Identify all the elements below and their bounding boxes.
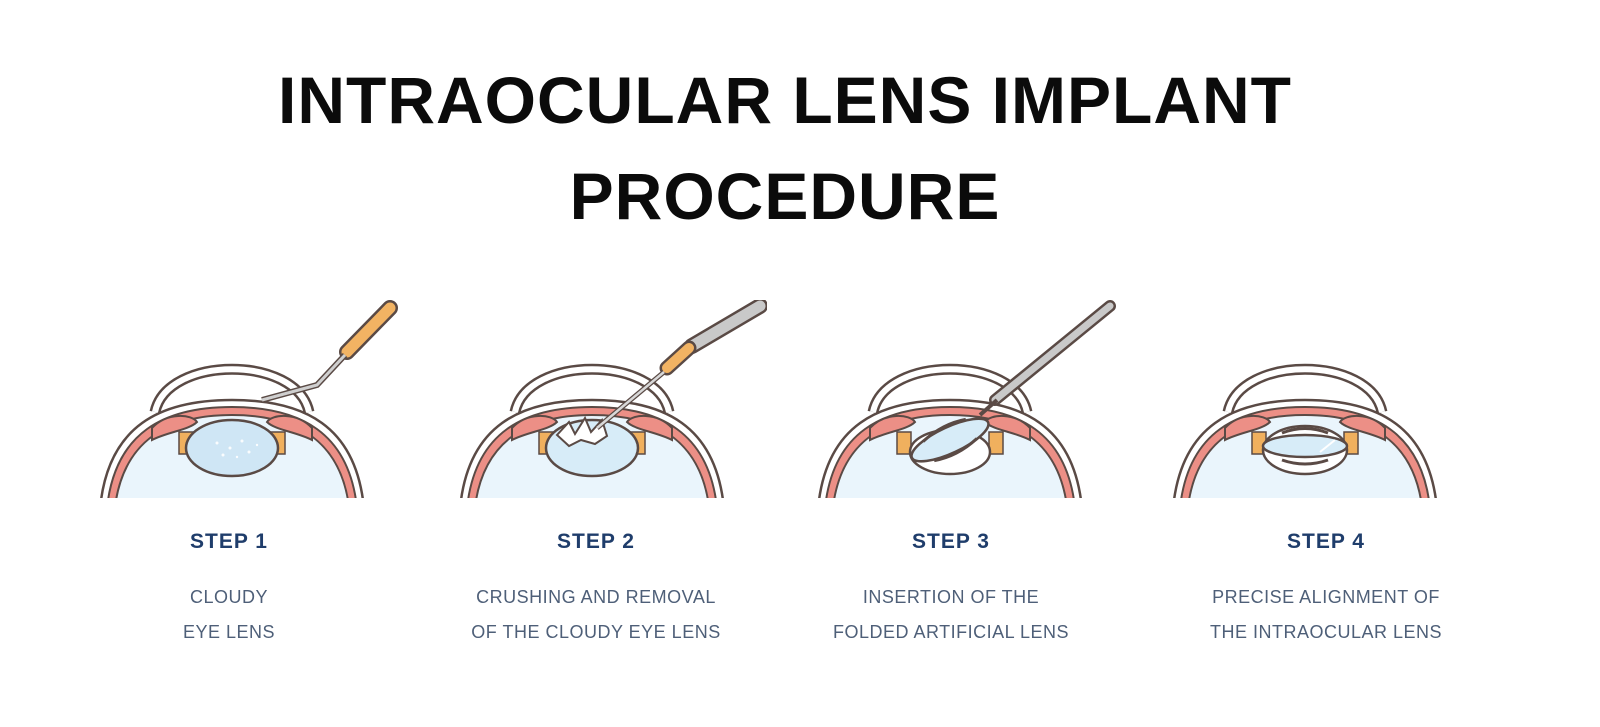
step-desc-line: CLOUDY	[189, 587, 268, 607]
step-desc-line: CRUSHING AND REMOVAL	[476, 587, 716, 607]
phaco-probe-icon	[595, 300, 767, 430]
step-1-caption: STEP 1 CLOUDY EYE LENS	[69, 530, 389, 650]
step-1-illustration	[97, 300, 398, 502]
step-label: STEP 1	[190, 530, 268, 553]
step-desc-line: EYE LENS	[182, 622, 276, 642]
step-desc-line: FOLDED ARTIFICIAL LENS	[832, 622, 1070, 642]
step-3-illustration	[815, 300, 1116, 502]
step-desc-line: PRECISE ALIGNMENT OF	[1212, 587, 1440, 607]
folded-lens	[910, 417, 990, 463]
lens-injector-icon	[978, 300, 1116, 417]
cloudy-lens	[184, 418, 280, 478]
implanted-lens	[1261, 433, 1349, 459]
surgical-knife-icon	[261, 300, 398, 403]
title-line-2: PROCEDURE	[569, 159, 1001, 233]
step-label: STEP 4	[1287, 530, 1365, 553]
step-label: STEP 2	[557, 530, 635, 553]
title-line-1: INTRAOCULAR LENS IMPLANT	[278, 63, 1292, 137]
step-desc-line: INSERTION OF THE	[862, 587, 1040, 607]
step-label: STEP 3	[912, 530, 990, 553]
step-4-illustration	[1170, 363, 1440, 502]
step-desc-line: THE INTRAOCULAR LENS	[1209, 622, 1443, 642]
step-2-caption: STEP 2 CRUSHING AND REMOVAL OF THE CLOUDY…	[436, 530, 756, 650]
step-desc-line: OF THE CLOUDY EYE LENS	[471, 622, 721, 642]
step-2-illustration	[457, 300, 767, 502]
fragmented-lens	[544, 418, 640, 478]
step-3-caption: STEP 3 INSERTION OF THE FOLDED ARTIFICIAL…	[791, 530, 1111, 650]
step-4-caption: STEP 4 PRECISE ALIGNMENT OF THE INTRAOCUL…	[1166, 530, 1486, 650]
